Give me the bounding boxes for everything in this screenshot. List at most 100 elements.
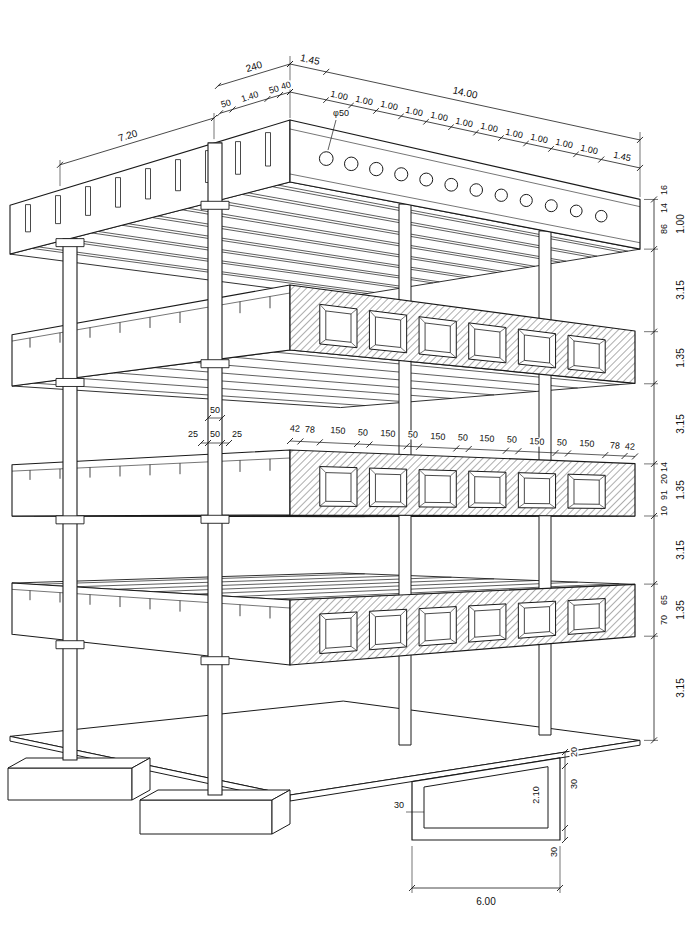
rib-end-slot	[116, 178, 121, 208]
girder-cell-edge	[401, 347, 407, 352]
girder-cell-void	[469, 604, 506, 642]
girder-cell-edge	[568, 366, 574, 370]
dimension-label: 91	[660, 489, 669, 501]
girder-cell-edge	[369, 645, 375, 650]
girder-cell-edge	[550, 334, 556, 338]
girder-cell-edge	[401, 469, 407, 474]
girder-cell-edge	[419, 317, 425, 323]
girder-cell-edge	[419, 641, 425, 646]
roof-rib	[182, 210, 529, 267]
hollow-core-void	[445, 178, 458, 191]
extension-line	[644, 383, 658, 384]
rib-end-mark	[90, 467, 91, 477]
dimension-tick	[602, 452, 608, 458]
dimension-tick	[651, 461, 657, 467]
rib-end-mark	[270, 459, 271, 471]
dimension-line	[412, 888, 560, 889]
dimension-label: 14	[660, 461, 669, 473]
footing-side	[132, 758, 150, 800]
dimension-tick	[651, 329, 657, 335]
girder-cell-edge	[469, 637, 475, 642]
girder-cell-edge	[469, 471, 475, 477]
column-capital	[201, 515, 229, 523]
girder-cell-edge	[469, 503, 475, 507]
column-capital	[56, 378, 84, 386]
dimension-tick	[297, 438, 303, 444]
dimension-tick	[651, 513, 657, 519]
girder-cell-edge	[450, 503, 456, 508]
rib-end-mark	[150, 465, 151, 476]
dimension-label: 1.45	[611, 151, 632, 164]
dimension-label: 50	[219, 98, 233, 110]
dimension-tick	[409, 885, 415, 891]
dimension-label: 150	[479, 434, 496, 444]
girder-cell-back	[574, 604, 599, 630]
girder-cell-back	[524, 607, 549, 634]
girder-cell-void	[320, 304, 357, 347]
dimension-label: 1.00	[328, 89, 349, 102]
dimension-label: 240	[244, 59, 265, 74]
dimension-tick	[651, 196, 657, 202]
dimension-tick	[323, 69, 329, 75]
dimension-label: 3.15	[676, 280, 686, 301]
girder-cell-edge	[518, 633, 524, 638]
girder-cell-edge	[351, 646, 357, 650]
dimension-label: 50	[456, 433, 468, 443]
dimension-label: 1.00	[378, 100, 399, 113]
rib-end-mark	[180, 463, 181, 474]
extension-line	[644, 515, 658, 516]
rib-end-mark	[120, 322, 121, 332]
dimension-tick	[553, 450, 559, 456]
girder-cell-back	[524, 478, 549, 504]
girder-cell-edge	[351, 502, 357, 507]
hollow-core-void	[319, 152, 333, 166]
dimension-tick	[651, 246, 657, 252]
girder-cell-edge	[401, 643, 407, 647]
girder-cell-void	[369, 468, 406, 507]
dimension-label: 50	[556, 438, 568, 448]
dimension-tick	[215, 83, 221, 89]
dimension-tick	[562, 763, 568, 769]
girder-cell-edge	[599, 475, 605, 480]
column-capital	[201, 360, 229, 368]
slab-layer-line	[12, 458, 290, 471]
dimension-tick	[226, 440, 232, 446]
dimension-tick	[230, 106, 236, 112]
rib-end-mark	[180, 601, 181, 612]
dimension-label: 1.35	[676, 479, 686, 500]
dimension-tick	[205, 440, 211, 446]
dimension-tick	[453, 445, 459, 451]
girder-cell-edge	[320, 467, 326, 473]
girder-cell-edge	[550, 363, 556, 368]
girder-cell-edge	[320, 614, 326, 620]
girder-cell-void	[518, 329, 555, 368]
column-capital	[56, 516, 84, 524]
box-girder-section	[290, 584, 635, 665]
rib-end-mark	[120, 466, 121, 476]
dimension-label: 30	[393, 801, 405, 810]
slab-rib-line	[154, 579, 494, 592]
column	[208, 143, 222, 795]
hollow-core-void	[395, 168, 408, 181]
girder-cell-void	[419, 607, 456, 646]
rib-end-mark	[240, 605, 241, 617]
girder-cell-edge	[401, 315, 407, 320]
dimension-tick	[651, 737, 657, 743]
girder-cell-back	[375, 317, 400, 348]
dimension-tick	[265, 96, 271, 102]
girder-cell-back	[574, 341, 599, 368]
girder-cell-edge	[518, 473, 524, 478]
rib-end-mark	[30, 470, 31, 480]
girder-cell-edge	[518, 329, 524, 335]
dimension-label: 1.00	[453, 116, 474, 129]
box-culvert-void	[424, 767, 548, 828]
dimension-label: 3.15	[676, 678, 686, 699]
girder-cell-edge	[599, 368, 605, 373]
box-girder-section	[290, 450, 635, 516]
girder-cell-edge	[500, 604, 506, 610]
extension-line	[644, 740, 658, 741]
slab-layer-line	[12, 293, 290, 341]
dimension-label: 50	[209, 406, 221, 415]
hollow-core-void	[344, 157, 358, 171]
dimension-label: 42	[624, 442, 636, 452]
